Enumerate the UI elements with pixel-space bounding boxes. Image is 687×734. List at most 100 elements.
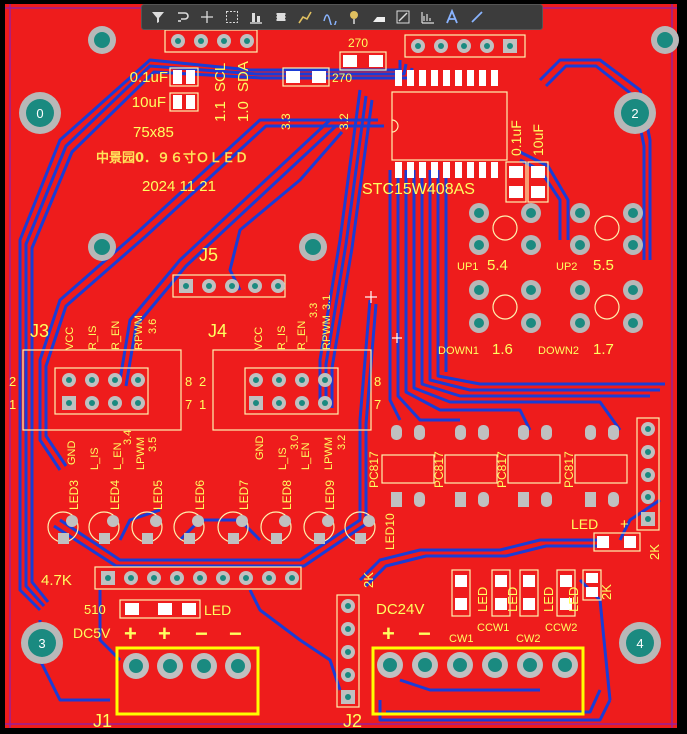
label-r270-b: 270	[332, 71, 352, 85]
label-j3-pin-3.5: 3.5	[147, 437, 159, 452]
filter-icon[interactable]	[146, 6, 171, 28]
label-plus-led: +	[620, 516, 629, 533]
label-scl-pin: 1.1	[212, 101, 229, 122]
label-j4: J4	[208, 321, 227, 341]
label-mcu: STC15W408AS	[362, 181, 475, 198]
label-led-5: LED5	[151, 480, 165, 510]
label-j4-lis: L_IS	[277, 447, 289, 470]
component-icon[interactable]	[269, 6, 294, 28]
svg-text:4: 4	[636, 636, 643, 651]
diff-pair-icon[interactable]	[318, 6, 343, 28]
oled-header	[164, 29, 258, 53]
label-j3-vcc: VCC	[64, 327, 76, 350]
label-led-status: LED	[571, 516, 598, 532]
align-icon[interactable]	[244, 6, 269, 28]
resistor-510-led	[119, 599, 201, 619]
label-scl: SCL	[212, 63, 229, 92]
label-up1-pin: 5.4	[487, 257, 508, 274]
label-j4-ren: R_EN	[296, 321, 308, 350]
led-pad	[363, 515, 375, 527]
led-pad	[192, 515, 204, 527]
header-right-vertical	[636, 417, 660, 531]
origin-markers	[365, 291, 402, 343]
header-top-right	[404, 34, 526, 58]
header-j5	[172, 274, 286, 298]
label-pc817-1: PC817	[367, 451, 381, 488]
label-2k-mid: 2K	[599, 584, 614, 600]
crosshair-icon[interactable]	[195, 6, 220, 28]
label-brand: 中景园0．９６寸ＯＬＥＤ	[96, 150, 248, 166]
label-cap-0.1uf-right: 0.1uF	[508, 120, 524, 156]
label-r270-a: 270	[348, 36, 368, 50]
label-j3-pin2: 2	[9, 374, 16, 389]
label-led-3: LED3	[67, 480, 81, 510]
label-date: 2024 11 21	[142, 178, 216, 195]
label-ccw1: CCW1	[477, 622, 509, 634]
line-icon[interactable]	[465, 6, 490, 28]
label-j3-lis: L_IS	[89, 447, 101, 470]
svg-text:0: 0	[36, 106, 43, 121]
small-holes	[88, 26, 679, 261]
polygon-icon[interactable]	[367, 6, 392, 28]
connector-j4	[212, 349, 372, 431]
led-pad-square	[314, 533, 325, 544]
label-sda-pin: 1.0	[235, 101, 252, 122]
led-pad	[107, 515, 119, 527]
label-j3: J3	[30, 321, 49, 341]
select-rect-icon[interactable]	[220, 6, 245, 28]
label-cap-10uf: 10uF	[132, 94, 166, 111]
label-j4-pin-3.3: 3.3	[308, 303, 320, 318]
button-up2	[570, 203, 643, 255]
button-down1	[469, 280, 541, 333]
terminal-dc24v	[371, 646, 585, 716]
label-j2: J2	[343, 711, 362, 731]
label-led-power: LED	[204, 602, 231, 618]
label-j4-gnd: GND	[254, 436, 266, 461]
label-j4-pin-3.0: 3.0	[289, 435, 301, 450]
header-j2	[336, 594, 360, 708]
interactive-route-icon[interactable]	[293, 6, 318, 28]
mounting-hole-2: 2	[614, 92, 656, 134]
label-j4-ris: R_IS	[276, 326, 288, 350]
label-j1-plus-2: +	[158, 621, 171, 646]
label-j4-pin-3.1: 3.1	[321, 295, 333, 310]
graph-icon[interactable]	[416, 6, 441, 28]
label-led-cw2: LED	[541, 587, 556, 612]
label-led-ccw1: LED	[505, 587, 520, 612]
route-icon[interactable]	[171, 6, 196, 28]
label-led-6: LED6	[193, 480, 207, 510]
led-pad	[279, 515, 291, 527]
bottom-layer-traces	[18, 58, 665, 722]
label-j1-plus-1: +	[124, 621, 137, 646]
label-j3-pin-3.6: 3.6	[147, 319, 159, 334]
label-pc817-4: PC817	[562, 451, 576, 488]
led-pad-square	[142, 533, 153, 544]
label-j6-plus: +	[382, 621, 395, 646]
led-pad-square	[228, 533, 239, 544]
terminal-j1	[115, 646, 260, 716]
label-j3-len: L_EN	[112, 442, 124, 470]
dimension-icon[interactable]	[391, 6, 416, 28]
led-pad	[150, 515, 162, 527]
led-pad-square	[271, 533, 282, 544]
mounting-hole-0: 0	[19, 92, 61, 134]
status-leds-motor	[451, 532, 641, 617]
via-icon[interactable]	[342, 6, 367, 28]
label-j4-pin8: 8	[374, 374, 381, 389]
label-j3-ris: R_IS	[87, 326, 99, 350]
pcb-toolbar	[141, 4, 543, 30]
label-net-3.2: 3.2	[337, 113, 351, 130]
text-icon[interactable]	[440, 6, 465, 28]
label-ccw2: CCW2	[545, 622, 577, 634]
label-2k-j2: 2K	[361, 572, 376, 588]
svg-text:3: 3	[38, 636, 45, 651]
led-pad-square	[355, 533, 366, 544]
label-2k-right: 2K	[647, 544, 662, 560]
label-j1-minus-2: −	[229, 621, 242, 646]
label-j6-minus: −	[418, 621, 431, 646]
label-cw2: CW2	[516, 633, 540, 645]
label-cap-0.1uf: 0.1uF	[130, 69, 168, 86]
mounting-hole-4: 4	[619, 622, 661, 664]
